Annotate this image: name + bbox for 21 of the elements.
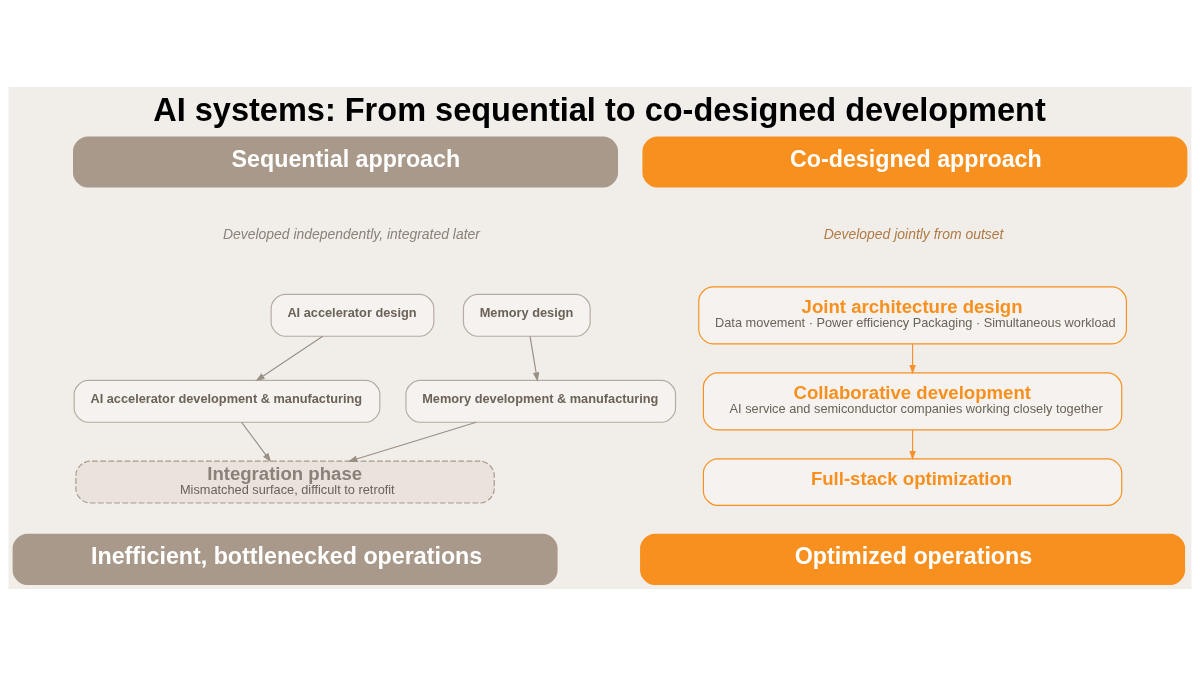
node-box: Collaborative development AI service and semiconductor companies working closely together [702,371,1123,430]
node-box: Joint architecture design Data movement · Power efficiency Packaging · Simultaneous workload [698,285,1127,344]
arrow [241,421,272,462]
node-box: Memory design [462,293,591,337]
arrow [909,428,916,460]
arrow [347,421,477,462]
node-box: Optimized operations [640,533,1186,585]
diagram-title: AI systems: From sequential to co-designed development [153,91,1046,128]
node-box: Inefficient, bottlenecked operations [12,533,558,585]
arrow [529,335,540,382]
node-box: Integration phase Mismatched surface, difficult to retrofit [75,460,495,504]
arrow [255,335,324,381]
node-box: Full-stack optimization [702,457,1123,506]
node-box: AI accelerator design [270,293,435,337]
label: Developed independently, integrated later [222,225,480,242]
label: Developed jointly from outset [823,225,1004,242]
node-box: Co-designed approach [642,135,1188,187]
node-box: Sequential approach [73,135,618,187]
node-box: Memory development & manufacturing [405,379,677,423]
arrow [909,342,916,374]
node-box: AI accelerator development & manufacturing [73,379,381,423]
